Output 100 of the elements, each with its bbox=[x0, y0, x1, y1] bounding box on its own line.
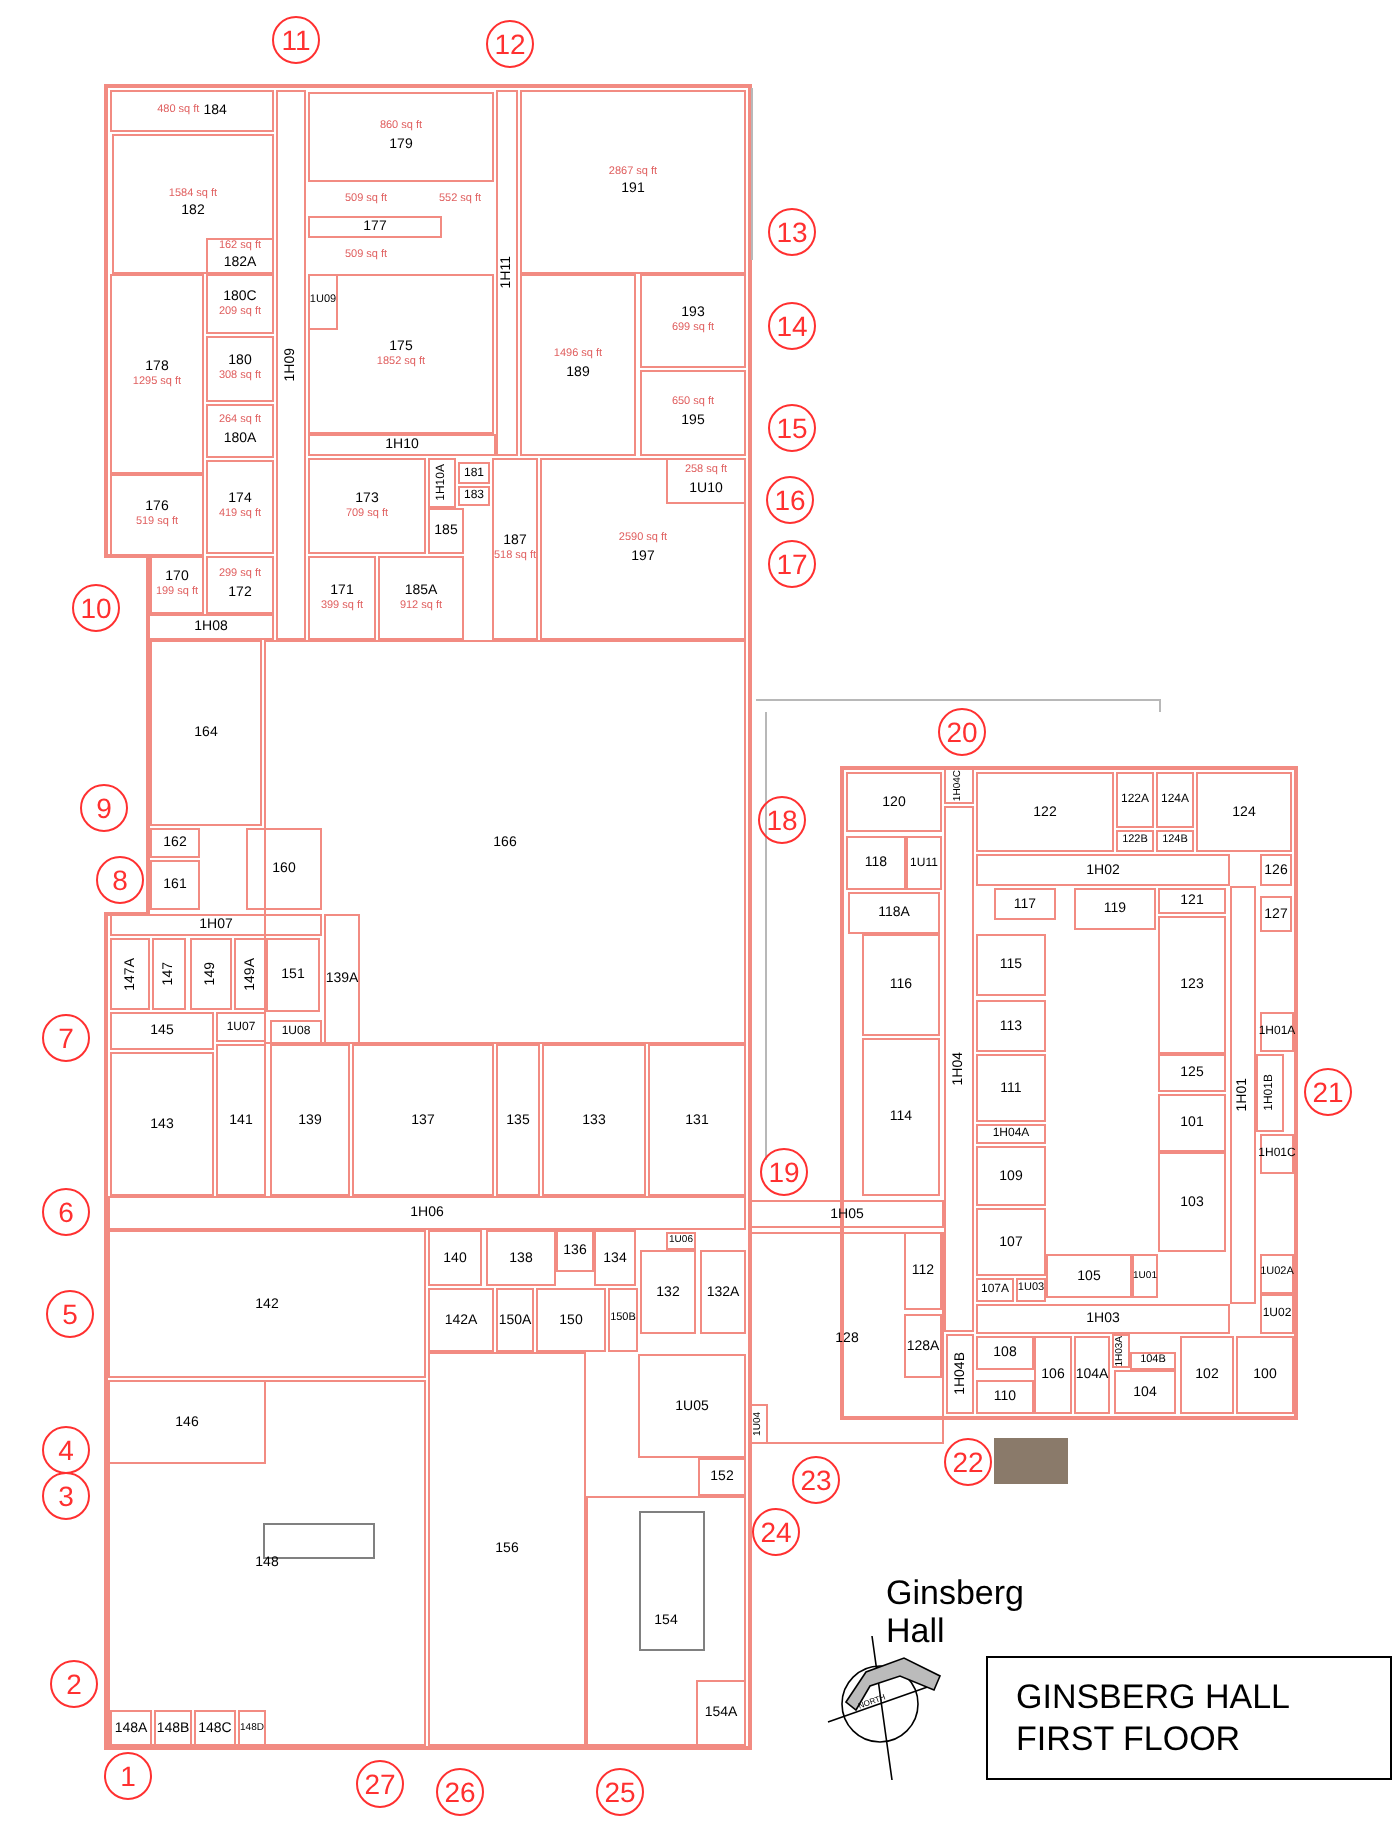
room-outline bbox=[108, 1230, 426, 1378]
callout-number: 16 bbox=[766, 476, 814, 524]
room-outline bbox=[458, 462, 490, 484]
room-outline bbox=[1116, 830, 1154, 852]
room-outline bbox=[976, 854, 1230, 886]
room-outline bbox=[976, 772, 1114, 852]
callout-number: 2 bbox=[50, 1660, 98, 1708]
room-outline bbox=[150, 860, 200, 910]
room-outline bbox=[1260, 896, 1292, 932]
room-outline bbox=[206, 556, 274, 614]
room-outline bbox=[904, 1232, 942, 1310]
room-outline bbox=[1158, 888, 1226, 914]
room-outline bbox=[1158, 916, 1226, 1054]
room-outline bbox=[110, 1012, 214, 1050]
callout-number: 7 bbox=[42, 1014, 90, 1062]
callout-number: 3 bbox=[42, 1472, 90, 1520]
room-outline bbox=[648, 1044, 746, 1196]
callout-number: 23 bbox=[792, 1456, 840, 1504]
callout-number: 6 bbox=[42, 1188, 90, 1236]
room-outline bbox=[108, 1380, 426, 1746]
callout-number: 27 bbox=[356, 1760, 404, 1808]
room-outline bbox=[1016, 1278, 1046, 1302]
room-outline bbox=[976, 1054, 1046, 1122]
room-outline bbox=[1256, 1054, 1284, 1132]
room-outline bbox=[266, 938, 320, 1012]
callout-number: 4 bbox=[42, 1426, 90, 1474]
room-outline bbox=[640, 274, 746, 368]
room-outline bbox=[194, 1710, 236, 1746]
room-outline bbox=[308, 92, 494, 182]
room-outline bbox=[848, 892, 940, 934]
room-outline bbox=[846, 772, 942, 832]
room-outline bbox=[862, 1038, 940, 1196]
room-outline bbox=[216, 1012, 266, 1042]
room-outline bbox=[700, 1250, 746, 1334]
room-outline bbox=[108, 1380, 266, 1464]
callout-number: 10 bbox=[72, 584, 120, 632]
room-outline bbox=[110, 938, 150, 1010]
room-outline bbox=[586, 1496, 746, 1746]
room-outline bbox=[110, 1052, 214, 1196]
room-outline bbox=[112, 134, 274, 274]
room-outline bbox=[308, 274, 494, 434]
room-outline bbox=[108, 1196, 746, 1230]
room-outline bbox=[1158, 1094, 1226, 1152]
room-outline bbox=[976, 1278, 1014, 1302]
callout-number: 5 bbox=[46, 1290, 94, 1338]
callout-number: 21 bbox=[1304, 1068, 1352, 1116]
room-outline bbox=[1158, 1152, 1226, 1252]
room-outline bbox=[946, 1334, 974, 1414]
room-outline bbox=[110, 1710, 152, 1746]
room-outline bbox=[994, 888, 1056, 920]
room-outline bbox=[206, 460, 274, 554]
room-outline bbox=[1230, 886, 1256, 1304]
title-block: GINSBERG HALL FIRST FLOOR bbox=[986, 1656, 1392, 1780]
room-outline bbox=[492, 458, 538, 640]
room-outline bbox=[1260, 854, 1292, 886]
room-outline bbox=[750, 1404, 768, 1444]
room-outline bbox=[1158, 1054, 1226, 1092]
room-outline bbox=[110, 914, 322, 936]
callout-number: 25 bbox=[596, 1768, 644, 1816]
room-outline bbox=[264, 640, 746, 1044]
room-outline bbox=[976, 1380, 1034, 1414]
room-outline bbox=[1046, 1254, 1132, 1298]
room-outline bbox=[1132, 1254, 1158, 1298]
room-outline bbox=[150, 556, 204, 614]
room-outline bbox=[944, 806, 974, 1332]
callout-number: 22 bbox=[944, 1438, 992, 1486]
room-outline bbox=[976, 1304, 1230, 1334]
room-outline bbox=[152, 938, 186, 1010]
room-outline bbox=[906, 836, 942, 890]
room-outline bbox=[698, 1458, 746, 1496]
callout-number: 18 bbox=[758, 796, 806, 844]
room-outline bbox=[1116, 772, 1154, 828]
room-outline bbox=[206, 336, 274, 402]
room-outline bbox=[1156, 830, 1194, 852]
room-outline bbox=[428, 1288, 494, 1352]
room-outline bbox=[428, 458, 456, 508]
room-outline bbox=[1196, 772, 1292, 852]
callout-number: 15 bbox=[768, 404, 816, 452]
room-outline bbox=[1180, 1336, 1234, 1414]
room-outline bbox=[666, 1232, 696, 1250]
room-outline bbox=[1236, 1336, 1294, 1414]
callout-number: 8 bbox=[96, 856, 144, 904]
room-outline bbox=[542, 1044, 646, 1196]
room-outline bbox=[486, 1230, 556, 1286]
room-outline bbox=[458, 486, 490, 506]
room-outline bbox=[976, 1146, 1046, 1206]
room-outline bbox=[1112, 1334, 1130, 1368]
room-outline bbox=[520, 90, 746, 274]
room-outline bbox=[428, 508, 464, 554]
room-outline bbox=[148, 614, 274, 640]
room-outline bbox=[496, 1288, 534, 1352]
room-outline bbox=[608, 1288, 638, 1352]
room-outline bbox=[308, 274, 338, 330]
room-outline bbox=[206, 404, 274, 458]
room-outline bbox=[190, 938, 232, 1010]
room-outline bbox=[270, 1020, 322, 1044]
room-outline bbox=[666, 458, 746, 504]
room-outline bbox=[378, 556, 464, 640]
room-outline bbox=[1156, 772, 1194, 828]
room-outline bbox=[540, 458, 746, 640]
